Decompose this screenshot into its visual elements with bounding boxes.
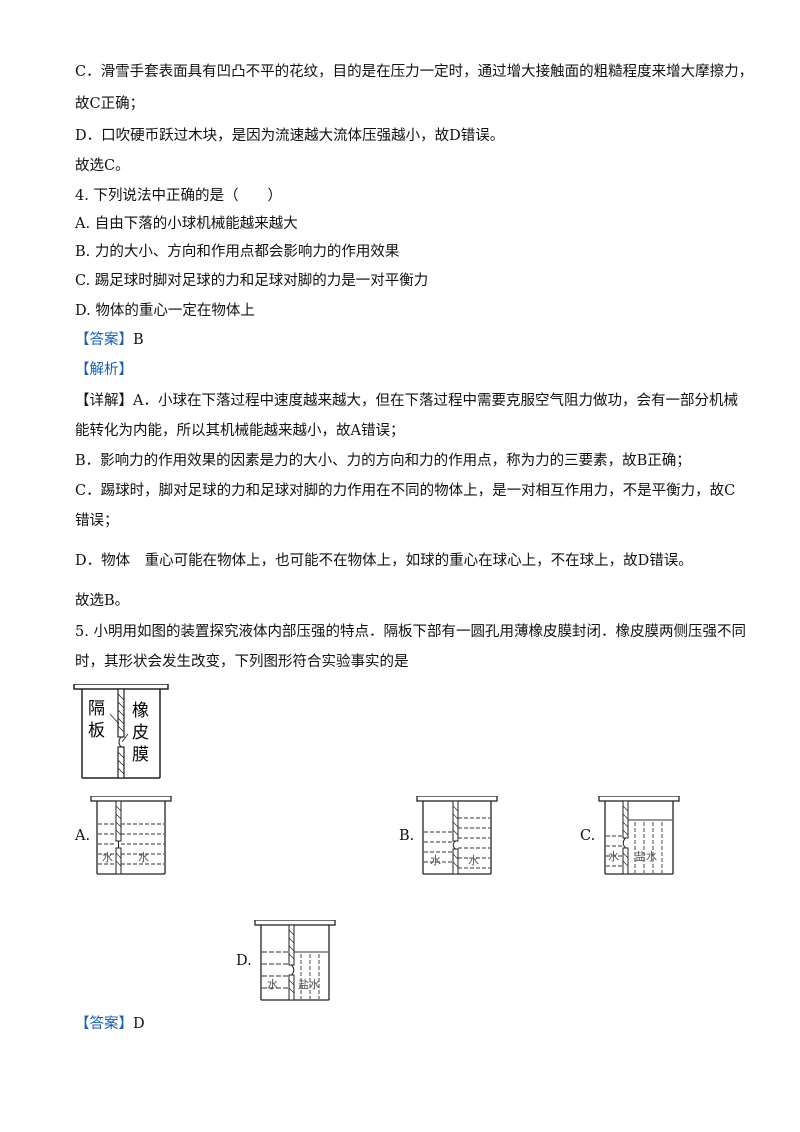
q4-option-d: D. 物体的重心一定在物体上 [75,303,255,319]
q4-option-a: A. 自由下落的小球机械能越来越大 [75,216,298,232]
label-membrane-3: 膜 [132,745,149,765]
q5-option-a-figure: 水 水 [90,796,172,875]
q3-option-c-line2: 故C正确； [75,96,145,112]
q4-analysis-tag: 【解析】 [75,360,133,380]
q5-option-d-figure: 水 盐水 [254,920,336,1001]
q4-detail-d: D．物体 重心可能在物体上，也可能不在物体上，如球的重心在球心上，不在球上，故D… [75,553,693,569]
option-d-left-liquid: 水 [267,978,278,991]
q5-option-c-figure: 水 盐水 [598,796,680,875]
q4-answer-line: 【答案】B [75,330,144,350]
answer-tag: 【答案】 [75,332,133,348]
option-b-left-liquid: 水 [430,854,441,867]
q5-option-c-label: C. [580,828,596,844]
option-c-left-liquid: 水 [608,850,619,863]
q5-answer-line: 【答案】D [75,1014,145,1034]
label-membrane-1: 橡 [132,701,149,721]
analysis-tag: 【解析】 [75,362,133,378]
q5-answer: D [133,1016,145,1032]
label-partition-1: 隔 [88,699,105,719]
q4-detail-a-line2: 能转化为内能，所以其机械能越来越小，故A错误； [75,423,405,439]
option-b-right-liquid: 水 [468,854,479,867]
q4-stem: 4. 下列说法中正确的是（ ） [75,188,282,204]
option-d-right-liquid: 盐水 [298,978,320,991]
q4-option-c: C. 踢足球时脚对足球的力和足球对脚的力是一对平衡力 [75,273,429,289]
q4-detail-a1: A．小球在下落过程中速度越来越大，但在下落过程中需要克服空气阻力做功，会有一部分… [133,393,738,409]
apparatus-diagram: 隔 板 橡 皮 膜 [73,684,169,779]
answer-tag: 【答案】 [75,1016,133,1032]
option-a-right-liquid: 水 [138,851,149,864]
detail-tag: 【详解】 [75,393,133,409]
option-c-right-liquid: 盐水 [635,850,657,863]
q5-stem-line2: 时，其形状会发生改变，下列图形符合实验事实的是 [75,654,409,670]
q4-detail-c-line2: 错误； [75,513,119,529]
label-partition-2: 板 [88,721,105,741]
q4-detail-c-line1: C．踢球时，脚对足球的力和足球对脚的力作用在不同的物体上，是一对相互作用力，不是… [75,483,736,499]
q3-option-d-line: D．口吹硬币跃过木块，是因为流速越大流体压强越小，故D错误。 [75,128,505,144]
q5-option-b-figure: 水 水 [416,796,498,875]
q3-conclusion: 故选C。 [75,158,130,174]
label-membrane-2: 皮 [132,723,149,743]
q4-conclusion: 故选B。 [75,593,130,609]
q4-answer: B [133,332,144,348]
q5-option-d-label: D. [236,953,252,969]
q5-option-a-label: A. [75,828,91,844]
q5-stem-line1: 5. 小明用如图的装置探究液体内部压强的特点．隔板下部有一圆孔用薄橡皮膜封闭．橡… [75,624,746,640]
option-a-left-liquid: 水 [102,851,113,864]
q4-detail-b: B．影响力的作用效果的因素是力的大小、力的方向和力的作用点，称为力的三要素，故B… [75,453,691,469]
q3-option-c-line1: C．滑雪手套表面具有凹凸不平的花纹，目的是在压力一定时，通过增大接触面的粗糙程度… [75,64,754,80]
q4-detail-a-line1: 【详解】A．小球在下落过程中速度越来越大，但在下落过程中需要克服空气阻力做功，会… [75,391,738,411]
q5-option-b-label: B. [399,828,415,844]
q4-option-b: B. 力的大小、方向和作用点都会影响力的作用效果 [75,244,400,260]
